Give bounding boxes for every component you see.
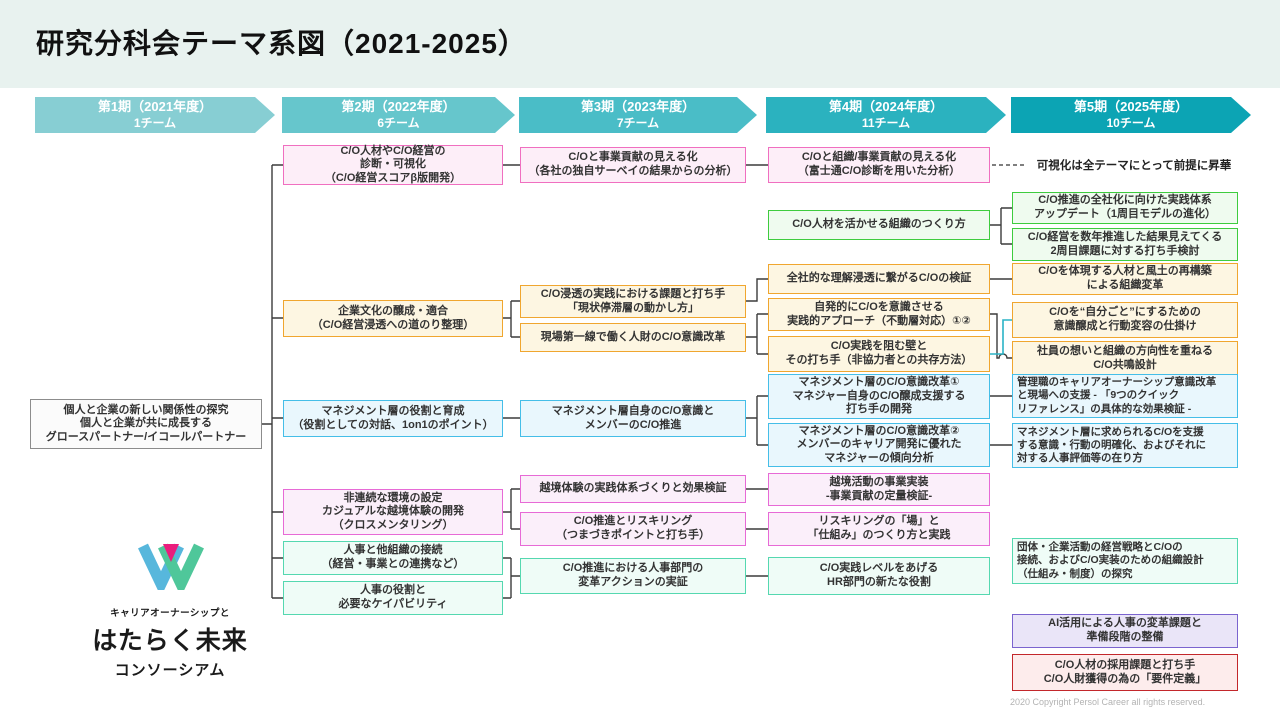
phase-team-count: 6チーム	[377, 115, 420, 130]
theme-box-b23_3: 現場第一線で働く人財のC/O意識改革	[520, 323, 746, 352]
theme-box-b25_5: 社員の想いと組織の方向性を重ねる C/O共鳴設計	[1012, 341, 1238, 376]
theme-box-b24_1: C/Oと組織/事業貢献の見える化 （富士通C/O診断を用いた分析）	[768, 147, 990, 183]
theme-box-b23_5: 越境体験の実践体系づくりと効果検証	[520, 475, 746, 503]
theme-box-b24_8: 越境活動の事業実装 -事業貢献の定量検証-	[768, 473, 990, 506]
phase-arrow-2: 第2期（2022年度）6チーム	[282, 97, 515, 133]
theme-box-b22_3: マネジメント層の役割と育成 （役割としての対話、1on1のポイント）	[283, 400, 503, 437]
phase-arrow-1: 第1期（2021年度）1チーム	[35, 97, 275, 133]
connector-2023-2024-blue	[746, 395, 768, 446]
connector-2023-2024-orange1	[746, 278, 768, 302]
phase-label: 第2期（2022年度）	[341, 99, 456, 115]
connector-2024-2025-green	[990, 207, 1012, 245]
theme-box-b25_6: 管理職のキャリアオーナーシップ意識改革 と現場への支援 - 「9つのクイック リ…	[1012, 374, 1238, 418]
connector-crossborder-split	[503, 488, 520, 530]
connector-trunk-2021-2022	[262, 164, 283, 599]
phase-arrow-4: 第4期（2024年度）11チーム	[766, 97, 1006, 133]
phase-team-count: 11チーム	[861, 115, 911, 130]
theme-box-b24_6: マネジメント層のC/O意識改革① マネジャー自身のC/O醸成支援する 打ち手の開…	[768, 374, 990, 419]
phase-arrow-3: 第3期（2023年度）7チーム	[519, 97, 757, 133]
theme-box-b22_4: 非連続な環境の設定 カジュアルな越境体験の開発 （クロスメンタリング）	[283, 489, 503, 535]
phase-arrow-5: 第5期（2025年度）10チーム	[1011, 97, 1251, 133]
theme-box-b25_3: C/Oを体現する人材と風土の再構築 による組織変革	[1012, 263, 1238, 295]
theme-box-b22_6: 人事の役割と 必要なケイパビリティ	[283, 581, 503, 615]
page-title: 研究分科会テーマ系図（2021-2025）	[36, 28, 527, 59]
theme-box-b23_1: C/Oと事業貢献の見える化 （各社の独自サーベイの結果からの分析）	[520, 147, 746, 183]
logo-tagline: キャリアオーナーシップと	[110, 608, 230, 619]
theme-box-b23_6: C/O推進とリスキリング （つまづきポイントと打ち手）	[520, 512, 746, 546]
theme-box-b22_2: 企業文化の醸成・適合 （C/O経営浸透への道のり整理）	[283, 300, 503, 337]
theme-box-b24_4: 自発的にC/Oを意識させる 実践的アプローチ（不動層対応）①②	[768, 298, 990, 331]
theme-box-b24_9: リスキリングの「場」と 「仕組み」のつくり方と実践	[768, 512, 990, 546]
phase-label: 第1期（2021年度）	[97, 99, 213, 115]
w-logo-icon	[138, 543, 204, 597]
connector-culture-split	[503, 300, 520, 338]
header-band	[0, 0, 1280, 88]
phase-label: 第3期（2023年度）	[580, 99, 696, 115]
theme-box-b22_5: 人事と他組織の接続 （経営・事業との連携など）	[283, 541, 503, 575]
phase-team-count: 10チーム	[1106, 115, 1156, 130]
theme-box-b23_2: C/O浸透の実践における課題と打ち手 「現状停滞層の動かし方」	[520, 285, 746, 318]
consortium-logo: キャリアオーナーシップと はたらく未来 コンソーシアム	[80, 540, 260, 680]
connector-2023-2024-orange2	[746, 313, 768, 355]
logo-line1: はたらく未来	[92, 627, 248, 655]
theme-box-b24_2: C/O人材を活かせる組織のつくり方	[768, 210, 990, 240]
phase-label: 第4期（2024年度）	[828, 99, 944, 115]
annotation-note: 可視化は全テーマにとって前提に昇華	[1036, 160, 1232, 172]
theme-box-b25_1: C/O推進の全社化に向けた実践体系 アップデート（1周目モデルの進化）	[1012, 192, 1238, 224]
theme-box-b24_7: マネジメント層のC/O意識改革② メンバーのキャリア開発に優れた マネジャーの傾…	[768, 423, 990, 467]
theme-box-b23_7: C/O推進における人事部門の 変革アクションの実証	[520, 558, 746, 594]
connector-2024-2025-cross-hop	[990, 313, 1012, 359]
theme-box-b21_1: 個人と企業の新しい関係性の探究 個人と企業が共に成長する グロースパートナー/イ…	[30, 399, 262, 449]
connector-hr-merge	[503, 557, 520, 599]
theme-box-b25_8: 団体・企業活動の経営戦略とC/Oの 接続、およびC/O実装のための組織設計 （仕…	[1012, 538, 1238, 584]
theme-box-b25_10: C/O人材の採用課題と打ち手 C/O人財獲得の為の「要件定義」	[1012, 654, 1238, 691]
theme-box-b24_10: C/O実践レベルをあげる HR部門の新たな役割	[768, 557, 990, 595]
connector-2023-2024-magenta	[746, 488, 768, 530]
theme-box-b25_7: マネジメント層に求められるC/Oを支援 する意識・行動の明確化、およびそれに 対…	[1012, 423, 1238, 468]
phase-team-count: 7チーム	[616, 115, 660, 130]
logo-line2: コンソーシアム	[114, 662, 226, 679]
theme-box-b25_2: C/O経営を数年推進した結果見えてくる 2周目課題に対する打ち手検討	[1012, 228, 1238, 261]
theme-box-b24_3: 全社的な理解浸透に繋がるC/Oの検証	[768, 264, 990, 294]
phase-label: 第5期（2025年度）	[1073, 99, 1189, 115]
theme-box-b23_4: マネジメント層自身のC/O意識と メンバーのC/O推進	[520, 400, 746, 437]
connector-cross-teal	[990, 319, 1012, 355]
theme-box-b22_1: C/O人材やC/O経営の 診断・可視化 （C/O経営スコアβ版開発）	[283, 145, 503, 185]
theme-box-b24_5: C/O実践を阻む壁と その打ち手（非協力者との共存方法）	[768, 336, 990, 372]
copyright-text: 2020 Copyright Persol Career all rights …	[1010, 697, 1206, 707]
theme-box-b25_9: AI活用による人事の変革課題と 準備段階の整備	[1012, 614, 1238, 648]
phase-team-count: 1チーム	[133, 115, 177, 130]
theme-box-b25_4: C/Oを“自分ごと”にするための 意識醸成と行動変容の仕掛け	[1012, 302, 1238, 338]
